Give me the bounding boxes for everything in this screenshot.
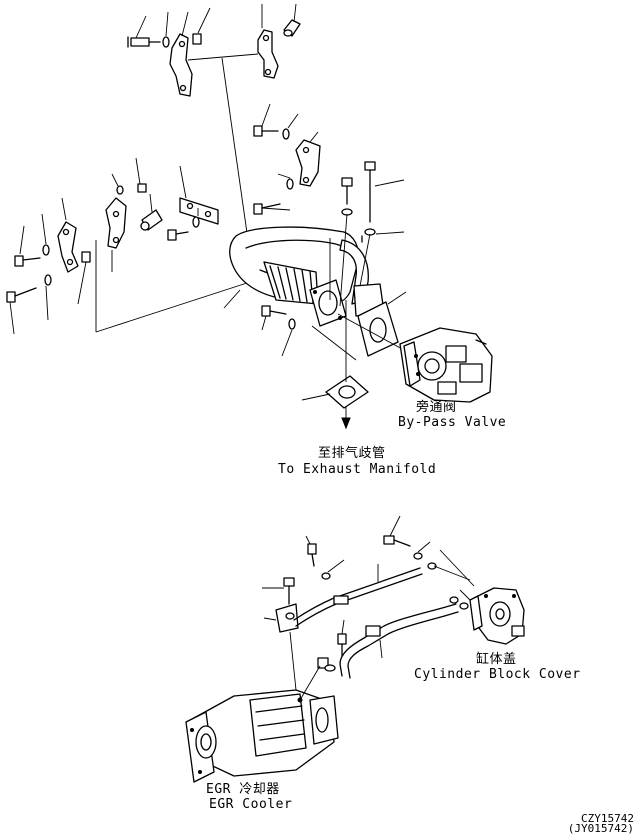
- bolt-left-lower: [6, 287, 37, 335]
- bypass-valve-label-en: By-Pass Valve: [398, 415, 507, 430]
- bolt-left-upper: [14, 225, 41, 267]
- washer-left-lower: [44, 274, 52, 321]
- clamp-left-2: [105, 197, 127, 272]
- washer-flange: [281, 318, 296, 357]
- top-washer: [162, 11, 170, 48]
- drawing-code-secondary: (JY015742): [567, 822, 634, 835]
- washer-left-upper: [41, 213, 50, 256]
- washer-cover-2: [459, 602, 469, 610]
- gasket-exhaust: [301, 375, 369, 409]
- clamp-left-1: [57, 197, 79, 273]
- cylinder-block-cover: [469, 587, 525, 645]
- drawing-code: CZY15742: [581, 812, 634, 825]
- pipe-flange-square: [309, 279, 347, 327]
- bolt-flange: [261, 305, 287, 331]
- bolt-lower-upper-1: [305, 535, 317, 567]
- washer-left-small: [111, 173, 124, 195]
- washer-upper-right: [282, 113, 299, 140]
- short-bolt-right: [341, 177, 353, 205]
- exhaust-manifold-label-cn: 至排气歧管: [318, 446, 386, 461]
- gasket-bypass: [357, 291, 407, 357]
- washer-lower-upper-3: [427, 562, 437, 570]
- bellows: [263, 261, 319, 305]
- clamp-half-right: [257, 4, 279, 79]
- bolt-lower-left: [262, 577, 295, 605]
- cylinder-cover-label-en: Cylinder Block Cover: [414, 667, 581, 682]
- bolt-mid: [253, 203, 291, 215]
- egr-cooler-label-en: EGR Cooler: [209, 797, 293, 812]
- washer-lower-upper-2: [413, 541, 431, 560]
- washer-cover-1: [449, 596, 459, 604]
- bolt-upper-right: [253, 103, 279, 137]
- bracket-plate: [179, 165, 219, 225]
- bolt-lower-mid: [337, 619, 347, 657]
- top-nut: [192, 7, 211, 45]
- washer-left-mid: [192, 208, 200, 228]
- tube-clamp-lower: [299, 657, 336, 701]
- egr-cooler-label-cn: EGR 冷却器: [206, 782, 280, 797]
- washer-lower-upper-1: [321, 559, 345, 580]
- bolt-lower-upper-2: [383, 515, 411, 547]
- spacer-left: [140, 193, 163, 231]
- bolt-left-mid: [167, 229, 189, 241]
- clamp-upper-right: [295, 131, 321, 187]
- top-bolt: [127, 15, 161, 48]
- bypass-valve: [399, 327, 493, 403]
- egr-tube-small: [293, 564, 423, 627]
- cylinder-cover-label-cn: 缸体盖: [476, 652, 517, 667]
- long-bolt: [364, 161, 405, 223]
- egr-tube-large: [339, 603, 459, 679]
- exhaust-manifold-label-en: To Exhaust Manifold: [278, 462, 437, 477]
- spacer-sleeve-top: [283, 3, 301, 37]
- clamp-half-left: [169, 11, 193, 97]
- egr-cooler: [185, 689, 339, 783]
- washer-mid: [277, 173, 294, 190]
- nut-left-small: [135, 157, 147, 193]
- bracket-lower-left: [263, 603, 299, 633]
- bypass-valve-label-cn: 旁通阀: [416, 400, 457, 415]
- nut-left: [77, 251, 91, 305]
- washer-right-2: [364, 228, 405, 236]
